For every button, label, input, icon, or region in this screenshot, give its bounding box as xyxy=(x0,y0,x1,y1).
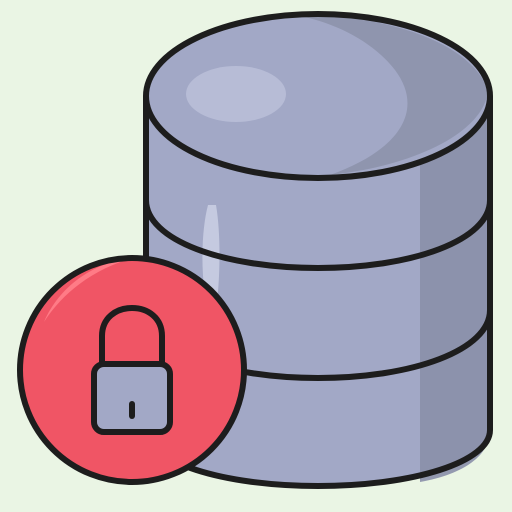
database-top-highlight xyxy=(186,66,286,122)
lock-icon xyxy=(91,304,173,435)
database-body-shadow xyxy=(420,100,490,482)
lock-badge-outline xyxy=(17,255,247,485)
lock-shackle xyxy=(99,304,165,367)
database-ring-1 xyxy=(143,197,493,272)
lock-body xyxy=(91,361,173,435)
lock-badge xyxy=(17,255,247,485)
database-top-shadow xyxy=(300,15,488,176)
